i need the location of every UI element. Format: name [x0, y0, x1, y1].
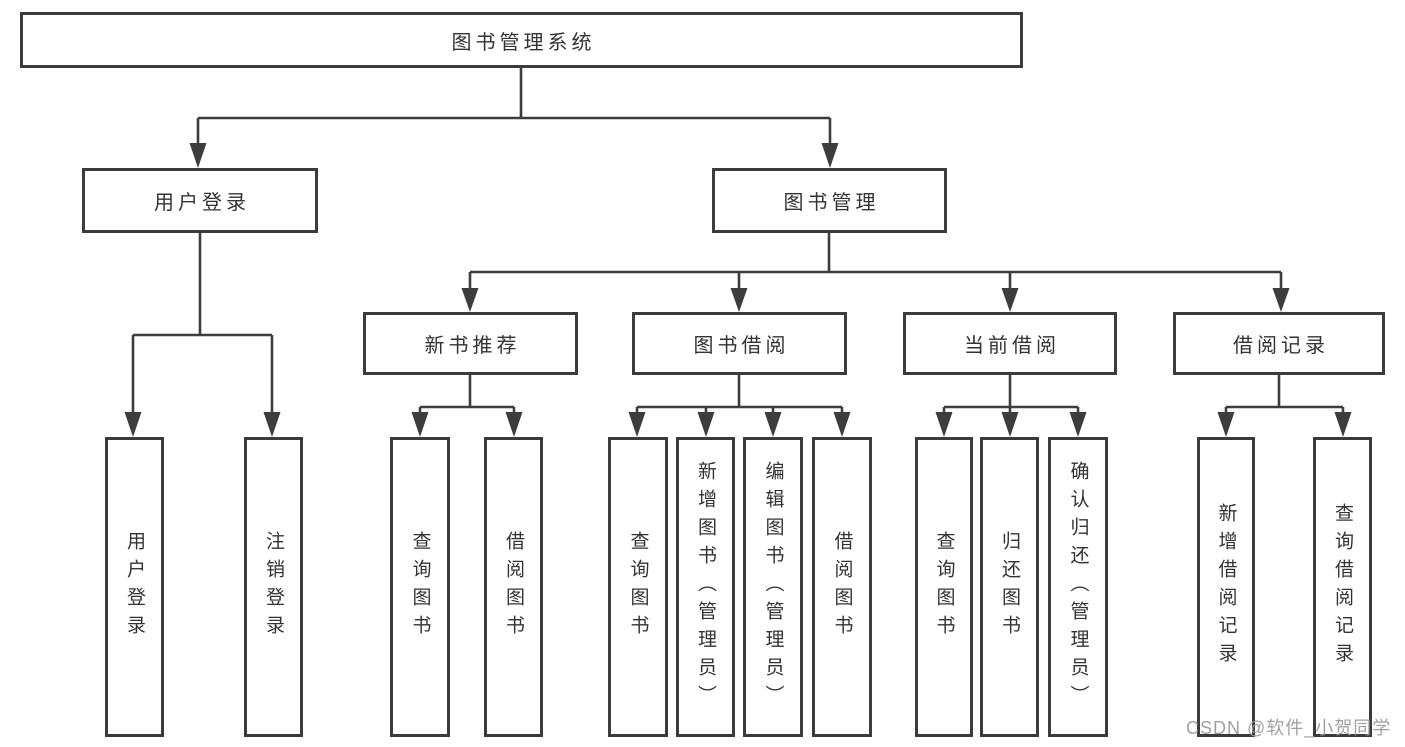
connectors-user-login-branch: [124, 233, 281, 437]
leaf-borrow-books-recommend: 借阅图书: [484, 437, 543, 737]
leaf-edit-book-admin: 编辑图书（管理员）: [743, 437, 803, 737]
connectors-current-borrow-branch: [935, 375, 1087, 437]
node-new-book-recommend: 新书推荐: [363, 312, 578, 375]
connectors-new-rec-branch: [411, 375, 523, 437]
connectors-borrow-records-branch: [1217, 375, 1352, 437]
node-current-borrow: 当前借阅: [903, 312, 1117, 375]
node-book-borrow: 图书借阅: [632, 312, 847, 375]
leaf-add-book-admin: 新增图书（管理员）: [676, 437, 735, 737]
leaf-user-login: 用户登录: [105, 437, 164, 737]
leaf-query-books-recommend: 查询图书: [390, 437, 450, 737]
leaf-logout: 注销登录: [244, 437, 303, 737]
leaf-query-books-borrow: 查询图书: [608, 437, 668, 737]
leaf-return-book: 归还图书: [980, 437, 1039, 737]
node-borrow-records: 借阅记录: [1173, 312, 1385, 375]
leaf-borrow-books: 借阅图书: [812, 437, 872, 737]
leaf-confirm-return-admin: 确认归还（管理员）: [1048, 437, 1108, 737]
connectors-book-borrow-branch: [628, 375, 851, 437]
leaf-add-borrow-record: 新增借阅记录: [1197, 437, 1255, 737]
csdn-watermark: CSDN @软件_小贺同学: [1186, 718, 1392, 738]
connectors-book-mgmt-to-level3: [461, 233, 1290, 312]
node-library-system: 图书管理系统: [20, 12, 1023, 68]
connectors-root-to-level2: [189, 68, 839, 168]
leaf-query-books-current: 查询图书: [915, 437, 973, 737]
leaf-query-borrow-record: 查询借阅记录: [1313, 437, 1372, 737]
node-book-management: 图书管理: [712, 168, 947, 233]
node-user-login: 用户登录: [82, 168, 318, 233]
